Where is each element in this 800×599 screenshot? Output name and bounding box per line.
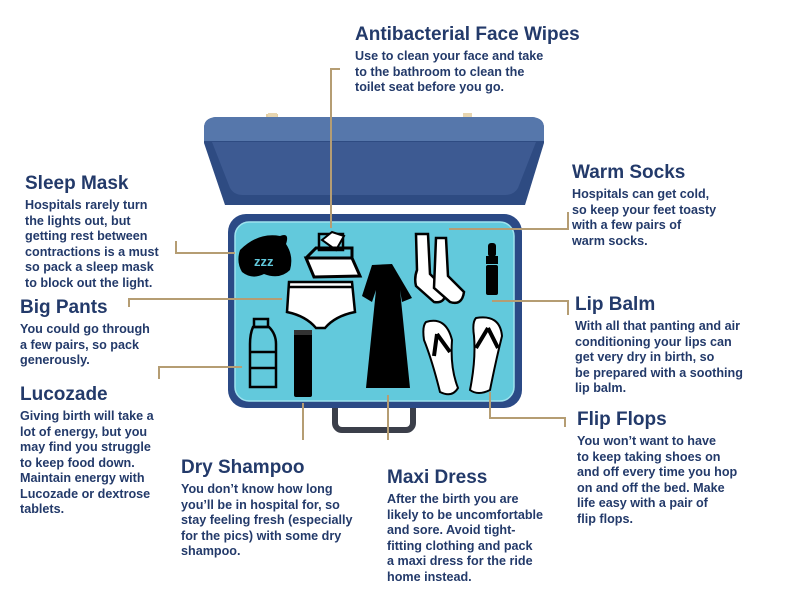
leader-line-lipbalm	[492, 300, 569, 302]
item-desc-line: likely to be uncomfortable	[387, 507, 544, 522]
item-desc-line: After the birth you are	[387, 492, 519, 506]
item-wipes: Antibacterial Face Wipes Use to clean yo…	[355, 24, 580, 96]
item-desc-line: Hospitals rarely turn	[25, 198, 148, 212]
item-title: Dry Shampoo	[181, 457, 305, 478]
item-desc-line: Lucozade or dextrose	[20, 486, 151, 501]
item-desc-line: You don’t know how long	[181, 482, 333, 496]
item-desc-line: a few pairs, so pack	[20, 337, 139, 352]
item-title: Lip Balm	[575, 294, 656, 315]
item-lipbalm: Lip Balm With all that panting and air c…	[575, 294, 743, 397]
item-pants: Big Pants You could go through a few pai…	[20, 297, 150, 369]
maxi-dress-icon	[362, 264, 412, 388]
leader-line-flipflops-tick	[564, 417, 566, 427]
item-title: Warm Socks	[572, 162, 686, 183]
item-desc-line: lot of energy, but you	[20, 424, 148, 439]
item-shampoo: Dry Shampoo You don’t know how long you’…	[181, 457, 353, 560]
item-desc-line: toilet seat before you go.	[355, 80, 505, 94]
item-desc-line: a maxi dress for the ride	[387, 554, 533, 568]
leader-line-pants-tick	[128, 298, 130, 307]
item-desc-line: flip flops.	[577, 511, 633, 526]
item-title: Maxi Dress	[387, 467, 488, 488]
item-desc-line: warm socks.	[572, 233, 648, 248]
leader-line-lipbalm-tick	[567, 300, 569, 315]
leader-line-dress	[387, 395, 389, 440]
item-flipflops: Flip Flops You won’t want to have to kee…	[577, 409, 737, 527]
item-desc-line: for the pics) with some dry	[181, 528, 342, 543]
leader-line-lucozade	[158, 366, 242, 368]
item-desc-line: to the bathroom to clean the	[355, 64, 525, 79]
item-desc-line: You won’t want to have	[577, 434, 716, 448]
item-mask: Sleep Mask Hospitals rarely turn the lig…	[25, 173, 159, 291]
wipes-icon	[303, 230, 363, 279]
socks-icon	[413, 232, 466, 305]
item-desc-line: the lights out, but	[25, 213, 131, 228]
item-desc-line: Use to clean your face and take	[355, 49, 544, 63]
item-desc-line: get very dry in birth, so	[575, 350, 715, 364]
item-desc-line: so keep your feet toasty	[572, 202, 717, 217]
item-desc-line: and off every time you hop	[577, 465, 738, 479]
item-desc-line: generously.	[20, 353, 90, 367]
item-desc-line: may find you struggle	[20, 440, 151, 454]
item-title: Antibacterial Face Wipes	[355, 24, 580, 45]
item-desc-line: to keep taking shoes on	[577, 449, 721, 464]
item-desc-line: getting rest between	[25, 229, 148, 243]
item-desc-line: and sore. Avoid tight-	[387, 523, 516, 537]
item-desc-line: tablets.	[20, 502, 65, 516]
item-title: Flip Flops	[577, 409, 667, 430]
item-desc-line: with a few pairs of	[572, 218, 682, 232]
item-title: Lucozade	[20, 384, 108, 405]
item-desc-line: lip balm.	[575, 381, 627, 395]
dry-shampoo-icon	[294, 330, 312, 397]
item-desc-line: conditioning your lips can	[575, 334, 732, 349]
item-desc-line: shampoo.	[181, 544, 241, 558]
sleep-mask-icon: zzz	[238, 235, 292, 277]
item-title: Sleep Mask	[25, 173, 129, 194]
pants-icon	[285, 280, 357, 330]
leader-line-flipflops-h	[489, 417, 566, 419]
item-desc-line: life easy with a pair of	[577, 496, 708, 510]
item-desc-line: home instead.	[387, 569, 472, 584]
item-lucozade: Lucozade Giving birth will take a lot of…	[20, 384, 154, 518]
leader-line-mask	[175, 252, 235, 254]
item-desc-line: With all that panting and air	[575, 319, 741, 333]
item-desc-line: on and off the bed. Make	[577, 480, 725, 495]
leader-line-socks	[449, 228, 569, 230]
leader-line-wipes-tick	[330, 68, 340, 70]
item-desc-line: be prepared with a soothing	[575, 365, 743, 380]
bottle-icon	[248, 317, 278, 389]
flip-flops-icon	[422, 316, 504, 396]
leader-line-shampoo	[302, 403, 304, 440]
item-desc-line: fitting clothing and pack	[387, 538, 533, 553]
item-socks: Warm Socks Hospitals can get cold, so ke…	[572, 162, 716, 249]
item-desc-line: to keep food down.	[20, 455, 135, 470]
item-desc-line: you’ll be in hospital for, so	[181, 497, 340, 512]
item-desc-line: so pack a sleep mask	[25, 260, 154, 274]
svg-text:zzz: zzz	[254, 254, 274, 269]
item-desc-line: to block out the light.	[25, 275, 153, 290]
leader-line-flipflops	[489, 392, 491, 419]
item-dress: Maxi Dress After the birth you are likel…	[387, 467, 543, 585]
leader-line-wipes	[330, 68, 332, 228]
item-desc-line: You could go through	[20, 322, 150, 336]
leader-line-lucozade-tick	[158, 366, 160, 379]
item-desc-line: contractions is a must	[25, 244, 159, 259]
item-desc-line: Hospitals can get cold,	[572, 187, 710, 201]
item-title: Big Pants	[20, 297, 108, 318]
leader-line-pants	[128, 298, 282, 300]
item-desc-line: Maintain energy with	[20, 471, 145, 485]
leader-line-mask-tick	[175, 241, 177, 254]
lip-balm-icon	[486, 243, 498, 295]
item-desc-line: Giving birth will take a	[20, 409, 154, 423]
leader-line-socks-tick	[567, 212, 569, 230]
item-desc-line: stay feeling fresh (especially	[181, 513, 353, 527]
